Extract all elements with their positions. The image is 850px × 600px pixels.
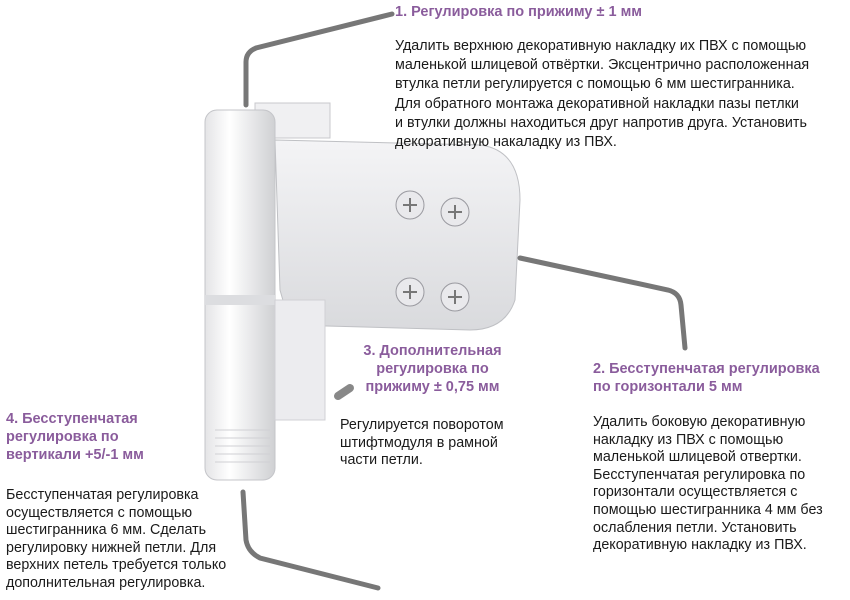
heading-line: по горизонтали 5 мм (593, 379, 743, 395)
heading-line: 3. Дополнительная (363, 343, 502, 359)
section4-text: Бесступенчатая регулировка осуществляетс… (6, 487, 226, 593)
section2-heading: 2. Бесступенчатая регулировка по горизон… (593, 360, 820, 396)
section1-heading: 1. Регулировка по прижиму ± 1 мм (395, 4, 643, 20)
section4-heading: 4. Бесступенчатая регулировка по вертика… (6, 410, 144, 464)
text-line: и втулки должны находиться друг напротив… (395, 114, 807, 131)
heading-line: регулировка по (376, 361, 489, 377)
section3-text: Регулируется поворотом штифтмодуля в рам… (340, 417, 504, 470)
text-line: части петли. (340, 452, 423, 469)
heading-line: прижиму ± 0,75 мм (365, 379, 500, 395)
heading-line: 4. Бесступенчатая (6, 411, 138, 427)
text-line: накладку из ПВХ с помощью (593, 431, 784, 448)
text-line: ослабления петли. Установить (593, 519, 797, 536)
text-line: маленькой шлицевой отвёртки. Эксцентричн… (395, 57, 810, 74)
hinge-leaf (274, 139, 521, 331)
text-line: Бесступенчатая регулировка по (593, 466, 806, 483)
text-line: шестигранника 6 мм. Сделать (6, 522, 207, 539)
hex-key-1 (243, 11, 395, 108)
heading-line: вертикали +5/-1 мм (6, 447, 144, 463)
text-line: горизонтали осуществляется с (593, 484, 798, 501)
text-line: втулка петли регулируется с помощью 6 мм… (395, 76, 795, 93)
text-line: верхних петель требуется только (6, 557, 227, 574)
hex-key-2 (517, 255, 688, 351)
text-line: регулировку нижней петли. Для (6, 539, 217, 556)
heading-line: 2. Бесступенчатая регулировка (593, 361, 820, 377)
text-line: Бесступенчатая регулировка (6, 487, 199, 503)
text-line: Удалить боковую декоративную (593, 414, 806, 430)
text-line: Для обратного монтажа декоративной накла… (395, 95, 799, 112)
text-line: помощью шестигранника 4 мм без (593, 501, 823, 518)
section3-heading: 3. Дополнительная регулировка по прижиму… (345, 342, 520, 396)
text-line: дополнительная регулировка. (6, 574, 206, 591)
text-line: декоративную накаладку из ПВХ. (395, 134, 617, 151)
text-line: Регулируется поворотом (340, 417, 504, 433)
section2-text: Удалить боковую декоративную накладку из… (593, 414, 823, 555)
text-line: штифтмодуля в рамной (340, 434, 498, 451)
text-line: маленькой шлицевой отвертки. (593, 449, 802, 466)
text-line: декоративную накладку из ПВХ. (593, 537, 807, 554)
hex-key-3 (334, 384, 354, 400)
text-line: Удалить верхнюю декоративную накладку их… (395, 38, 807, 54)
text-line: осуществляется с помощью (6, 504, 193, 521)
heading-line: регулировка по (6, 429, 119, 445)
hex-key-4 (240, 489, 381, 591)
section1-text: Удалить верхнюю декоративную накладку их… (395, 37, 809, 152)
